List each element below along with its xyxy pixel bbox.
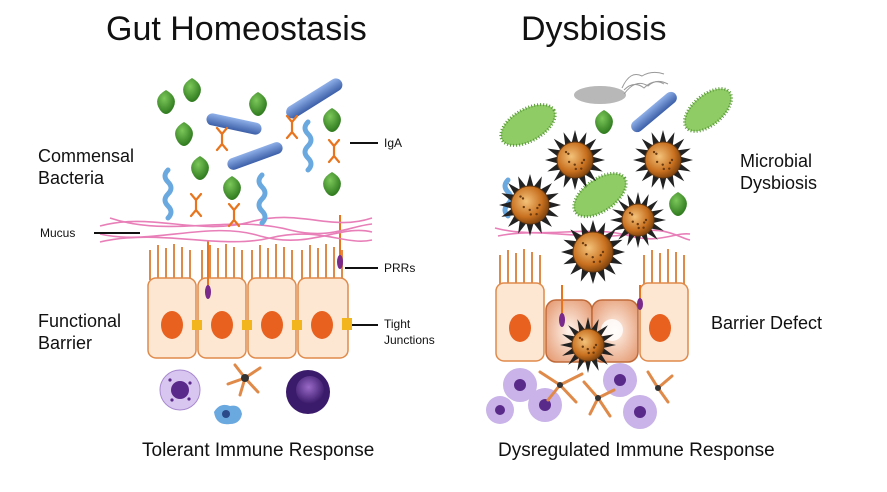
tight-label-line1: Tight <box>384 317 411 331</box>
spiky-pathogen-icon <box>499 174 561 236</box>
epithelial-cell-icon <box>297 244 349 359</box>
microbial-dysbiosis-label: Microbial Dysbiosis <box>740 150 817 194</box>
spiky-pathogen-icon <box>545 130 605 190</box>
green-bacterium-icon <box>223 176 241 200</box>
epithelial-cell-row <box>147 244 349 359</box>
barrier-defect-label: Barrier Defect <box>711 313 823 333</box>
immune-cells-right <box>486 363 674 429</box>
prrs-label: PRRs <box>384 261 416 275</box>
rod-bacterium-icon <box>286 78 343 119</box>
right-panel-caption: Dysregulated Immune Response <box>498 440 775 461</box>
right-panel <box>486 71 734 429</box>
green-bacterium-icon <box>323 108 341 132</box>
label-pointer-lines <box>94 142 378 326</box>
microbial-label-line2: Dysbiosis <box>740 173 818 193</box>
spiky-pathogen-icon <box>561 220 625 284</box>
green-bacterium-icon <box>191 156 209 180</box>
tight-junctions-label: Tight Junctions <box>384 316 435 348</box>
green-bacterium-icon <box>669 192 687 216</box>
left-panel-title: Gut Homeostasis <box>106 10 367 48</box>
functional-label-line1: Functional <box>38 311 122 331</box>
tight-label-line2: Junctions <box>384 333 435 347</box>
immune-cell-icon <box>623 395 657 429</box>
dendritic-cell-icon <box>226 363 262 397</box>
epithelial-cell-icon <box>247 244 297 359</box>
green-bacterium-icon <box>572 171 628 219</box>
functional-label-line2: Barrier <box>38 333 93 353</box>
rod-bacterium-icon <box>206 113 262 135</box>
spiral-bacterium-icon <box>162 167 174 221</box>
green-bacterium-icon <box>183 78 201 102</box>
flagellated-bacterium-icon <box>574 71 669 104</box>
microbial-label-line1: Microbial <box>740 151 813 171</box>
fuzzy-green-bacteria <box>499 87 734 219</box>
epithelial-cell-icon <box>147 244 197 359</box>
green-bacterium-icon <box>249 92 267 116</box>
commensal-bacteria <box>157 78 341 200</box>
spiky-pathogens <box>499 130 693 373</box>
tight-junctions <box>192 318 352 330</box>
iga-antibody-icon <box>285 114 299 140</box>
right-panel-title: Dysbiosis <box>521 10 667 48</box>
immune-cells-left <box>159 363 330 425</box>
functional-barrier-label: Functional Barrier <box>38 310 121 354</box>
commensal-label-line1: Commensal <box>38 146 135 166</box>
iga-antibody-icon <box>189 192 203 218</box>
rod-bacteria <box>206 78 343 170</box>
commensal-bacteria-label: Commensal Bacteria <box>38 145 134 189</box>
immune-cell-icon <box>528 388 562 422</box>
green-bacterium-icon <box>323 172 341 196</box>
prr-receptors-right <box>559 285 643 327</box>
green-bacterium-icon <box>499 103 557 147</box>
rod-bacterium-icon <box>227 142 283 170</box>
iga-antibody-icon <box>227 202 241 228</box>
epithelial-cell-icon <box>495 249 545 362</box>
spiral-bacterium-icon <box>256 172 268 226</box>
spiral-bacterium-icon <box>302 119 314 173</box>
iga-antibodies <box>189 114 341 228</box>
iga-antibody-icon <box>327 138 341 164</box>
spiky-pathogen-icon <box>610 192 666 248</box>
immune-cell-icon <box>603 363 637 397</box>
epithelial-cell-icon <box>639 249 689 362</box>
left-panel <box>94 78 378 425</box>
mucus-label: Mucus <box>40 226 76 240</box>
iga-antibody-icon <box>215 126 229 152</box>
green-bacterium-icon <box>682 87 734 133</box>
epithelial-cell-icon <box>197 244 247 359</box>
left-panel-caption: Tolerant Immune Response <box>142 440 375 461</box>
spiky-pathogen-icon <box>560 317 616 373</box>
immune-cell-icon <box>503 368 537 402</box>
immune-cell-icon <box>159 369 201 411</box>
commensal-label-line2: Bacteria <box>38 168 105 188</box>
green-bacterium-icon <box>175 122 193 146</box>
spiral-bacteria <box>162 119 314 226</box>
green-bacterium-icon <box>595 110 613 134</box>
iga-label: IgA <box>384 136 403 150</box>
dendritic-cell-icon <box>538 370 674 418</box>
green-bacterium-icon <box>157 90 175 114</box>
immune-cell-icon <box>286 370 330 414</box>
mucus-layer <box>99 216 373 243</box>
immune-cell-icon <box>486 396 514 424</box>
rod-bacterium-icon <box>631 91 677 133</box>
spiky-pathogen-icon <box>633 130 693 190</box>
immune-cell-icon <box>214 404 242 425</box>
